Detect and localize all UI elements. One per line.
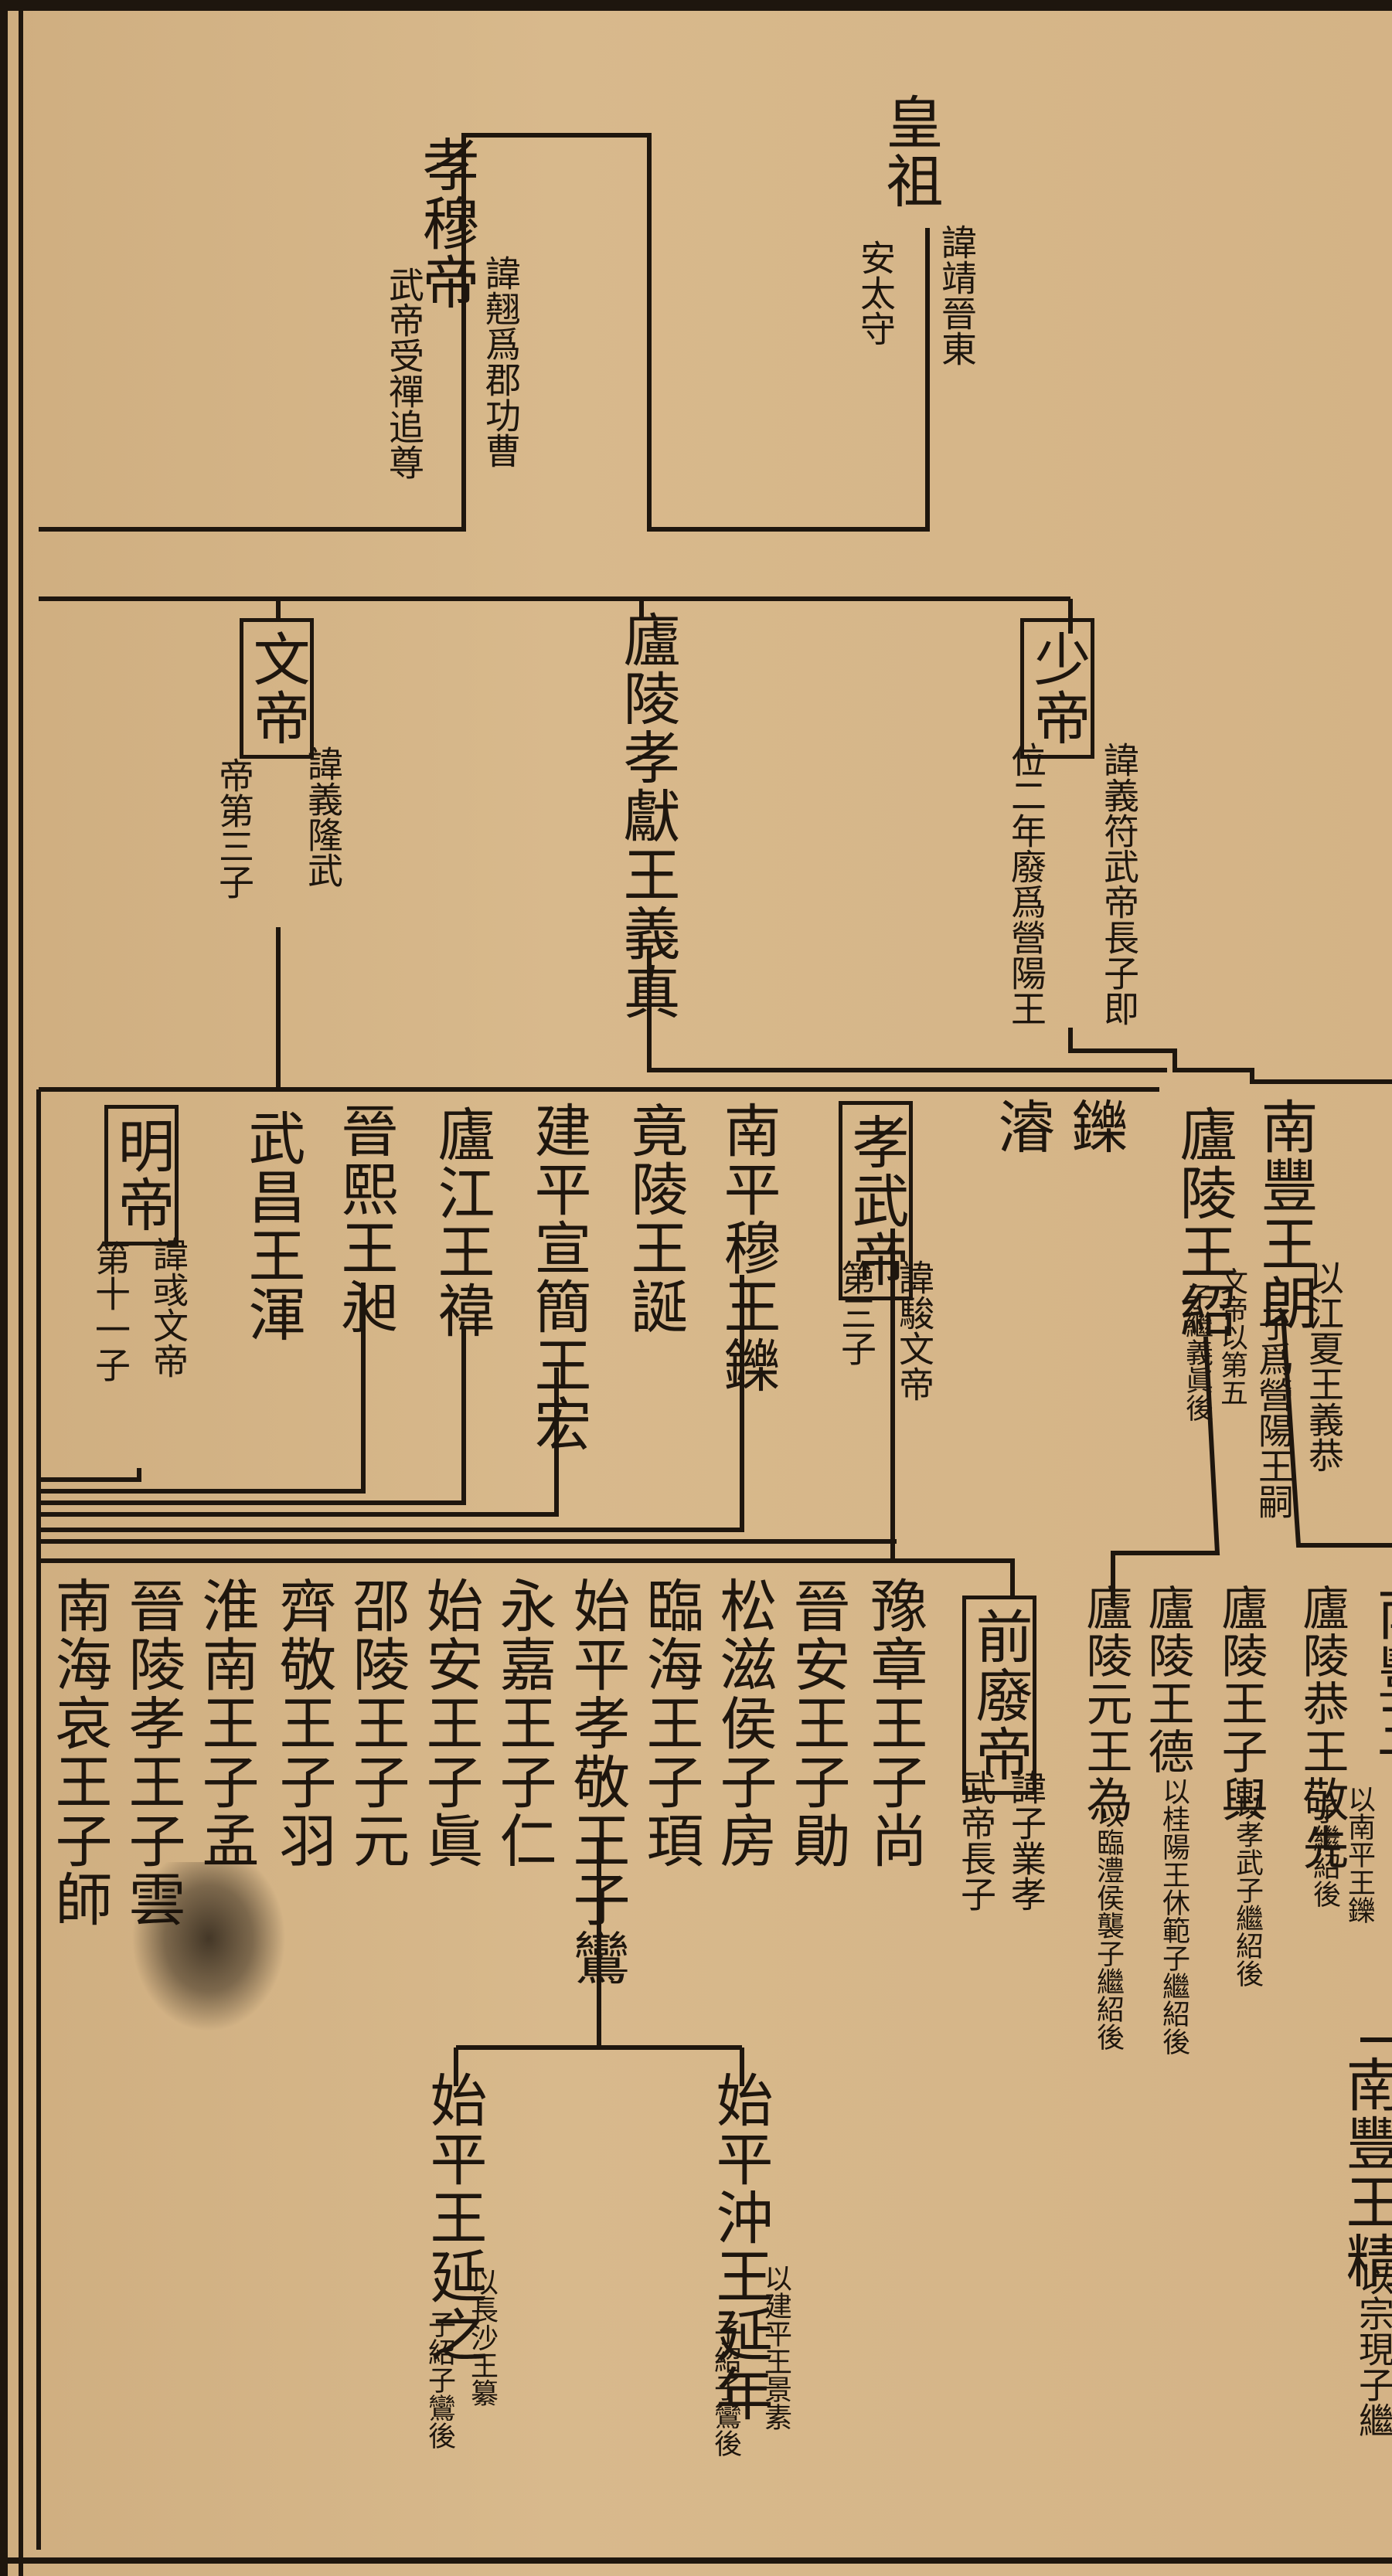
- left-border: [0, 0, 8, 2576]
- xiaomu-note: 諱翹爲郡功曹: [480, 255, 522, 468]
- lulingwang-note: 以孝武子繼紹後: [1231, 1793, 1263, 1987]
- huainan-name: 淮南王子孟: [192, 1576, 259, 1870]
- shipingyan-note: 以長沙王纂: [466, 2268, 498, 2407]
- linhai-name: 臨海王子頊: [637, 1576, 703, 1870]
- lulingshao-name: 廬陵王紹: [1170, 1105, 1237, 1340]
- lulingmin-note: 以南平王鑠: [1343, 1785, 1375, 1924]
- shipingchong-note2: 子紹子鸞後: [710, 2318, 741, 2457]
- lulingde-note: 以桂陽王休範子繼紹後: [1158, 1777, 1189, 2055]
- mingdi-note2: 第十一子: [90, 1240, 131, 1382]
- qianfei-note: 諱子業孝: [1006, 1769, 1047, 1912]
- xiaomu-note2: 武帝受禪追尊: [383, 267, 425, 480]
- lulingde-name: 廬陵王德: [1140, 1584, 1194, 1776]
- huangzu-name: 皇祖: [876, 93, 943, 210]
- yongjia-name: 永嘉王子仁: [490, 1576, 556, 1870]
- wendi-name: 文帝: [240, 618, 314, 759]
- lulingyuan-name: 廬陵元王為: [1078, 1584, 1132, 1823]
- wuchang-name: 武昌王渾: [239, 1109, 305, 1344]
- xiaowu-note2: 第三子: [836, 1259, 877, 1366]
- xiaowu-name: 孝武帝: [839, 1101, 913, 1300]
- shaodi-note: 諱義符武帝長子即: [1098, 742, 1140, 1026]
- jingling-name: 竟陵王誕: [621, 1101, 688, 1336]
- lulingmin-note2: 子繼紹後: [1309, 1796, 1340, 1908]
- shipingyan-note2: 子紹子鸞後: [424, 2310, 455, 2449]
- wendi-note: 諱義隆武: [302, 746, 344, 888]
- xiaomu-name: 孝穆帝: [413, 135, 479, 311]
- shian-name: 始安王子眞: [417, 1576, 483, 1870]
- shipingchong-name: 始平沖王延年: [706, 2071, 773, 2423]
- jinxi-name: 晉熙王昶: [332, 1101, 398, 1336]
- luling-name: 廬陵孝獻王義真: [614, 610, 680, 1021]
- qianfei-note2: 武帝長子: [955, 1769, 997, 1912]
- shiping-name: 始平孝敬王子鸞: [563, 1576, 630, 1987]
- jinan-name: 晉安王子勛: [784, 1576, 850, 1870]
- yuzhang-name: 豫章王子尚: [861, 1576, 927, 1870]
- gen1-connector: [39, 133, 930, 532]
- nanfeng-name: 南豐王朗: [1251, 1097, 1318, 1332]
- lulingshao-note2: 子繼義眞後: [1181, 1283, 1213, 1422]
- lujiang-name: 廬江王禕: [428, 1105, 495, 1340]
- nanfengjing-name: 南豐王精: [1336, 2055, 1392, 2290]
- ji-glyph: 濬: [989, 1097, 1055, 1156]
- jianping-name: 建平宣簡王宏: [525, 1101, 591, 1453]
- bottom-border: [0, 2557, 1392, 2564]
- mingdi-name: 明帝: [104, 1105, 179, 1246]
- huangzu-note: 安太守: [855, 240, 897, 346]
- shaodi-name: 少帝: [1020, 618, 1094, 759]
- mingdi-note: 諱彧文帝: [148, 1236, 189, 1378]
- lulingshao-note: 文帝以第五: [1216, 1267, 1247, 1406]
- songzi-name: 松滋侯子房: [710, 1576, 777, 1870]
- xiaowu-note: 諱駿文帝: [893, 1259, 935, 1402]
- wendi-note2: 帝第三子: [213, 757, 255, 899]
- shaodi-note2: 位二年廢爲營陽王: [1006, 742, 1047, 1026]
- huangzu-note2: 諱靖晉東: [936, 224, 978, 366]
- nanhai-name: 南海哀王子師: [46, 1576, 112, 1929]
- lulingwang-name: 廬陵王子輿: [1213, 1584, 1268, 1823]
- lulingyuan-note: 以臨澧侯襲子繼紹後: [1092, 1800, 1124, 2051]
- qianfei-name: 前廢帝: [962, 1596, 1036, 1795]
- nanfeng-s-name: 南豐王: [1367, 1584, 1392, 1760]
- nanfeng-note: 以江夏王義恭: [1303, 1259, 1345, 1473]
- qijing-name: 齊敬王子羽: [270, 1576, 336, 1870]
- lulingmin-name: 廬陵恭王敬先: [1295, 1584, 1349, 1871]
- shaoling-name: 邵陵王子元: [343, 1576, 410, 1870]
- ink-smudge: [131, 1862, 286, 2032]
- nanping-name: 南平穆王鑠: [714, 1101, 781, 1395]
- nanfeng-note2: 子爲營陽王嗣: [1253, 1306, 1295, 1519]
- shuo-glyph: 鑠: [1062, 1097, 1128, 1156]
- left-border-inner: [19, 0, 23, 2576]
- nanfengjing-note: 以宗現子繼: [1353, 2260, 1392, 2438]
- shipingchong-note: 以建平王景素: [760, 2264, 791, 2431]
- shipingyan-name: 始平王延之: [420, 2071, 487, 2364]
- top-border: [0, 0, 1392, 11]
